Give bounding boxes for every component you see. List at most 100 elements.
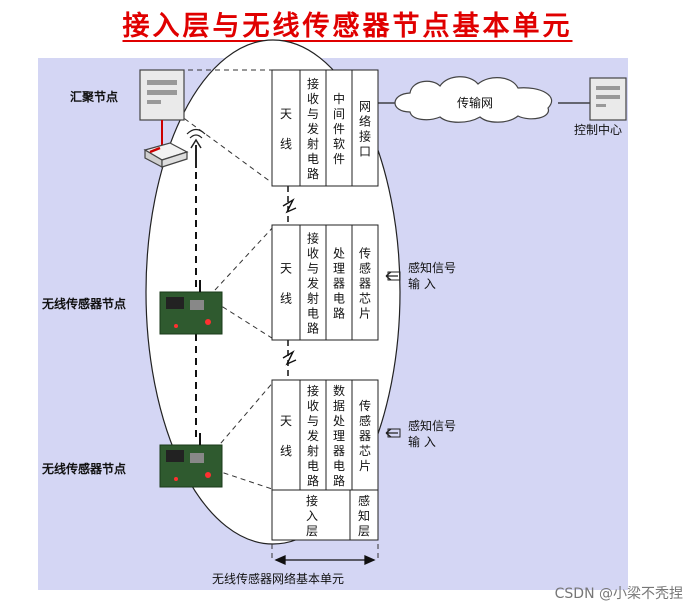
sensor2-transceiver-text: 收 (307, 399, 319, 413)
sensor2-transceiver-text: 电 (307, 459, 319, 473)
sink-transceiver-text: 电 (307, 152, 319, 166)
sensor2-transceiver-cell (299, 379, 327, 491)
sink-node-label: 汇聚节点 (70, 89, 118, 104)
sensor2-transceiver-text: 与 (307, 414, 319, 428)
sense-layer-text-char: 层 (358, 524, 370, 538)
sensor1-processor-text: 器 (333, 277, 345, 291)
sensor2-antenna-cell (271, 379, 301, 491)
sense-layer-text-char: 感 (358, 493, 370, 508)
sensor1-transceiver-text: 射 (307, 291, 319, 306)
transport-net-label: 传输网 (457, 95, 493, 110)
sensor1-transceiver-text: 路 (307, 321, 319, 336)
sensor-board-icon-2 (159, 433, 223, 488)
sense-input-text-1-line: 输 入 (408, 276, 436, 291)
sensor1-antenna-cell (271, 224, 301, 341)
sensor1-transceiver-text: 电 (307, 307, 319, 321)
sensor1-interface-text: 芯 (359, 292, 371, 306)
sensor2-processor-text: 数 (333, 383, 345, 398)
sensor-node-label-1: 无线传感器节点 (41, 296, 126, 311)
sensor2-transceiver-text: 发 (307, 428, 319, 443)
sink-transceiver-text: 射 (307, 136, 319, 151)
access-layer-label: 接入层 (306, 493, 318, 538)
sense-input-arrow-2 (385, 428, 401, 438)
sensor2-interface-text: 芯 (359, 444, 371, 458)
sensor2-transceiver-text: 接 (307, 383, 319, 398)
sensor1-transceiver-text: 接 (307, 231, 319, 246)
access-layer-text-char: 层 (306, 524, 318, 538)
sense-layer-label: 感知层 (358, 493, 370, 538)
sink-transceiver-cell (299, 69, 327, 187)
sensor1-interface-text: 传 (359, 246, 371, 261)
sense-input-arrow-1 (385, 271, 401, 281)
sink-processor-text: 间 (333, 107, 345, 121)
sensor2-interface-text: 传 (359, 398, 371, 413)
sensor1-processor-text: 处 (333, 247, 345, 261)
sensor1-transceiver-cell (299, 224, 327, 341)
sink-transceiver-text: 路 (307, 166, 319, 181)
sink-antenna-text: 线 (280, 137, 292, 151)
sink-interface-text: 网 (359, 100, 371, 114)
sink-interface-text: 络 (359, 114, 371, 129)
sensor1-processor-text: 理 (333, 262, 345, 276)
sensor2-processor-text: 器 (333, 444, 345, 458)
access-layer-text-char: 入 (306, 509, 318, 523)
sink-transceiver-text: 收 (307, 92, 319, 106)
sensor1-interface-text: 片 (359, 307, 371, 321)
sink-interface-text: 口 (359, 145, 371, 159)
sense-layer-box (349, 489, 379, 541)
sink-interface-cell (351, 69, 379, 187)
sink-transceiver-text: 接 (307, 76, 319, 91)
sink-processor-cell (325, 69, 353, 187)
sensor2-interface-text: 器 (359, 429, 371, 443)
sense-input-text-1-line: 感知信号 (408, 260, 456, 275)
control-computer-icon (589, 77, 627, 121)
sensor2-processor-text: 处 (333, 414, 345, 428)
sensor1-interface-text: 感 (359, 261, 371, 276)
sensor2-processor-cell (325, 379, 353, 491)
lightning-marks (282, 198, 297, 366)
sensor1-transceiver-text: 发 (307, 276, 319, 291)
sensor2-interface-text: 感 (359, 413, 371, 428)
sensor1-antenna-text: 天 (280, 262, 292, 276)
sink-radio-icon (143, 128, 206, 168)
sensor1-transceiver-text: 收 (307, 247, 319, 261)
sink-processor-text: 件 (333, 122, 345, 136)
sensor1-interface-cell (351, 224, 379, 341)
watermark: CSDN @小梁不秃捏 (554, 586, 683, 602)
sensor2-processor-text: 据 (333, 399, 345, 413)
sensor2-transceiver-text: 路 (307, 473, 319, 488)
sink-antenna-cell (271, 69, 301, 187)
sensor2-transceiver-text: 射 (307, 443, 319, 458)
access-layer-text-char: 接 (306, 493, 318, 508)
sink-processor-text: 件 (333, 152, 345, 166)
sink-computer-icon (139, 69, 185, 121)
sensor-board-icon-1 (159, 280, 223, 335)
unit-caption: 无线传感器网络基本单元 (212, 571, 344, 586)
sink-interface-text: 接 (359, 129, 371, 144)
sensor-node-label-2: 无线传感器节点 (41, 461, 126, 476)
sensor1-interface-text: 器 (359, 277, 371, 291)
sink-antenna-text: 天 (280, 107, 292, 121)
control-center-label: 控制中心 (574, 122, 622, 137)
sensor2-processor-text: 理 (333, 429, 345, 443)
sensor2-interface-cell (351, 379, 379, 491)
transport-cloud-icon (394, 76, 553, 123)
page-title: 接入层与无线传感器节点基本单元 (122, 11, 573, 42)
sink-processor-text: 软 (333, 137, 345, 151)
sensor2-processor-text: 路 (333, 473, 345, 488)
sensor2-antenna-text: 线 (280, 444, 292, 458)
sink-transceiver-text: 与 (307, 107, 319, 121)
sense-input-text-2-line: 感知信号 (408, 418, 456, 433)
sensor1-antenna-text: 线 (280, 292, 292, 306)
sense-input-text-2-line: 输 入 (408, 434, 436, 449)
sink-processor-text: 中 (333, 91, 345, 106)
unit-span-arrow (274, 554, 376, 566)
sensor2-processor-text: 电 (333, 459, 345, 473)
sensor1-processor-text: 电 (333, 292, 345, 306)
